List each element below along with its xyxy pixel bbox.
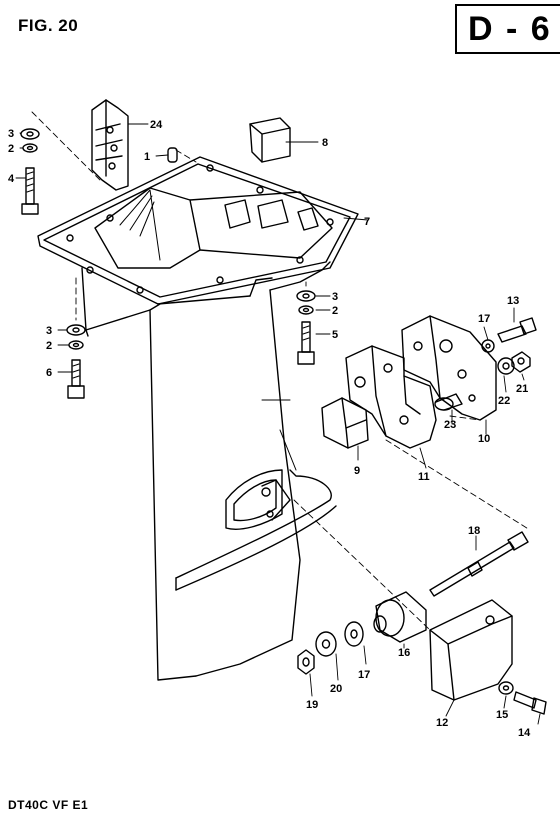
section-box: [455, 4, 560, 54]
label-part-2a: 2: [8, 143, 14, 155]
label-part-22: 22: [498, 395, 510, 407]
label-part-3a: 3: [8, 128, 14, 140]
label-part-14: 14: [518, 727, 531, 739]
section-label: D - 6: [468, 10, 552, 48]
label-part-7: 7: [364, 216, 370, 228]
part-labels: 24 8 1 7 3 2 4 3 2 5 3 2 6 13 17 21 22 2…: [8, 119, 531, 739]
label-part-13: 13: [507, 295, 519, 307]
label-part-20: 20: [330, 683, 342, 695]
drive-shaft-housing: [37, 156, 359, 681]
label-part-4: 4: [8, 173, 15, 185]
exhaust-guide-part: [91, 99, 129, 191]
right-mid-fasteners: [296, 290, 316, 365]
cover-part: [249, 117, 291, 163]
label-part-18: 18: [468, 525, 480, 537]
label-part-9: 9: [354, 465, 360, 477]
label-part-8: 8: [322, 137, 328, 149]
label-part-15: 15: [496, 709, 508, 721]
label-part-3b: 3: [332, 291, 338, 303]
label-part-19: 19: [306, 699, 318, 711]
assembly-lines: [31, 111, 531, 631]
label-part-21: 21: [516, 383, 528, 395]
label-part-23: 23: [444, 419, 456, 431]
label-part-24: 24: [150, 119, 163, 131]
leader-lines: [15, 123, 541, 725]
label-part-5: 5: [332, 329, 338, 341]
label-part-2c: 2: [46, 340, 52, 352]
left-upper-fasteners: [20, 128, 40, 215]
label-part-17b: 17: [358, 669, 370, 681]
right-fasteners: [481, 317, 537, 375]
left-mid-fasteners: [66, 324, 86, 399]
label-part-10: 10: [478, 433, 490, 445]
lower-mount-assembly: [297, 531, 547, 715]
label-part-2b: 2: [332, 305, 338, 317]
figure-title: FIG. 20: [18, 16, 79, 35]
label-part-1: 1: [144, 151, 150, 163]
upper-mount-assembly: [321, 315, 497, 449]
label-part-11: 11: [418, 471, 430, 483]
label-part-3c: 3: [46, 325, 52, 337]
label-part-17a: 17: [478, 313, 490, 325]
label-part-12: 12: [436, 717, 448, 729]
label-part-16: 16: [398, 647, 410, 659]
model-code: DT40C VF E1: [8, 798, 89, 812]
label-part-6: 6: [46, 367, 52, 379]
